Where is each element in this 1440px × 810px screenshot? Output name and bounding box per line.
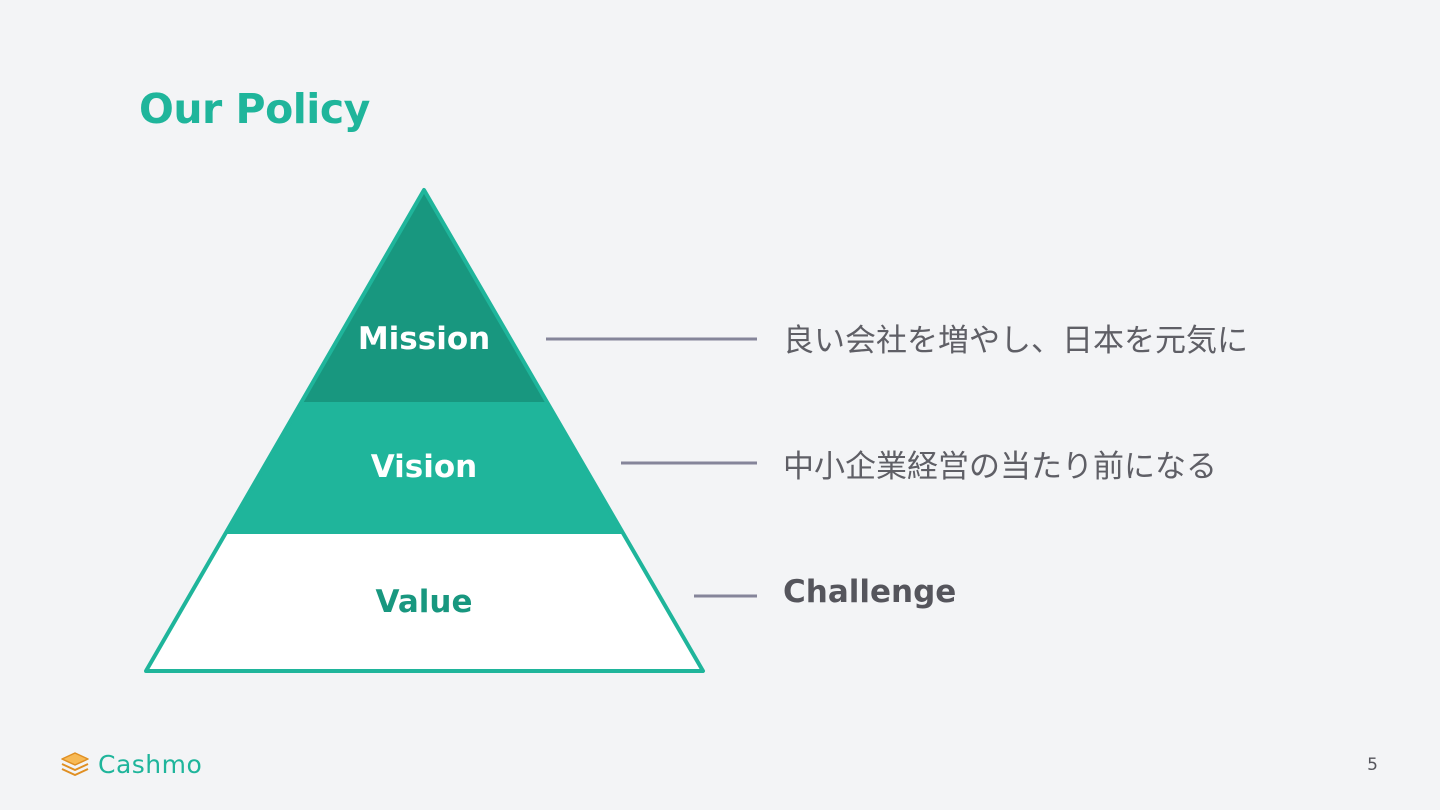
vision-label: Vision — [371, 449, 478, 485]
mission-tier — [300, 190, 548, 402]
value-tier — [146, 534, 703, 671]
logo-text: Cashmo — [98, 749, 203, 779]
mission-description: 良い会社を増やし、日本を元気に — [783, 323, 1248, 359]
value-label: Value — [376, 584, 473, 620]
mission-label: Mission — [358, 321, 490, 357]
vision-description: 中小企業経営の当たり前になる — [783, 449, 1217, 485]
value-description: Challenge — [783, 574, 957, 610]
pyramid-outline — [144, 188, 705, 673]
slide-title: Our Policy — [139, 85, 370, 133]
vision-tier — [224, 402, 625, 534]
page-number: 5 — [1367, 755, 1378, 775]
cashmo-logo: Cashmo — [60, 748, 202, 780]
stacked-layers-icon — [61, 752, 89, 776]
